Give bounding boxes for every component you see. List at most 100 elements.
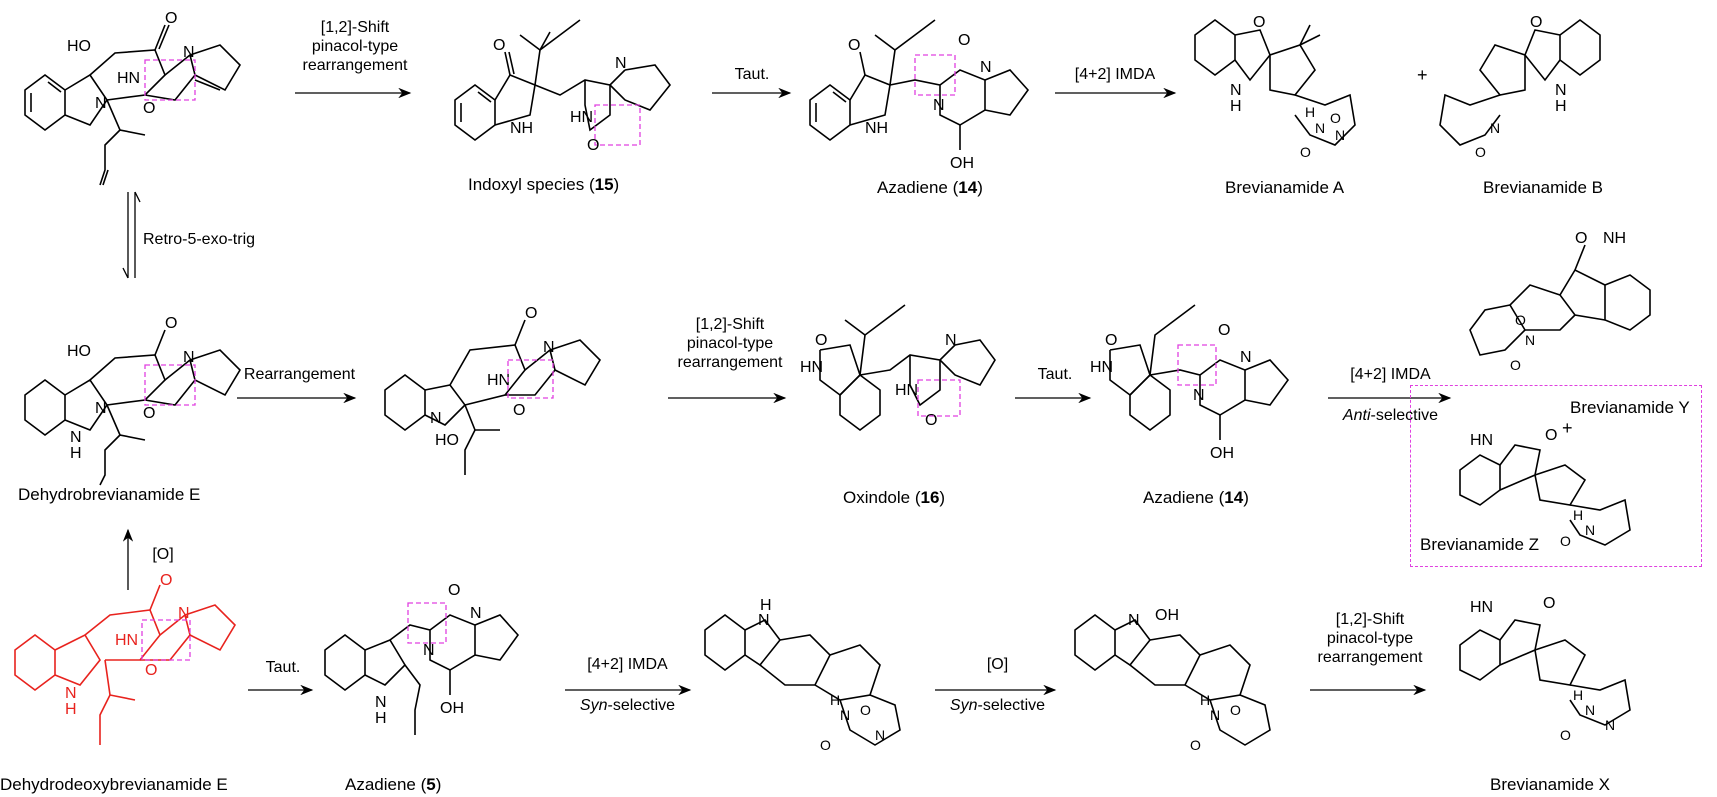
- structure-brevianamide-b: O N H N O: [1439, 14, 1601, 160]
- svg-text:O: O: [925, 412, 937, 429]
- svg-text:N: N: [1230, 82, 1242, 99]
- svg-text:OH: OH: [1155, 607, 1179, 624]
- svg-text:O: O: [1560, 533, 1571, 549]
- structure-rearranged-intermediate: O N HN N HO O: [384, 305, 602, 475]
- svg-text:O: O: [1105, 332, 1117, 349]
- svg-text:N: N: [183, 44, 195, 61]
- svg-text:H: H: [1555, 98, 1567, 115]
- svg-text:N: N: [1585, 522, 1595, 538]
- svg-text:N: N: [758, 612, 770, 629]
- label-retro-5-exo-trig: Retro-5-exo-trig: [143, 231, 256, 248]
- svg-text:HN: HN: [117, 70, 140, 87]
- svg-text:N: N: [980, 59, 992, 76]
- svg-text:N: N: [178, 605, 190, 622]
- svg-text:HN: HN: [895, 382, 918, 399]
- label-azadiene-14-top: Azadiene (14): [877, 178, 983, 197]
- label-dehydrobrevianamide-e: Dehydrobrevianamide E: [18, 485, 201, 504]
- svg-text:NH: NH: [865, 120, 888, 137]
- svg-text:O: O: [513, 402, 525, 419]
- svg-text:O: O: [145, 662, 157, 679]
- svg-text:O: O: [820, 737, 831, 753]
- svg-text:N: N: [70, 429, 82, 446]
- svg-text:O: O: [1218, 322, 1230, 339]
- svg-text:H: H: [760, 597, 772, 614]
- structure-dehydrodeoxybrevianamide-e: O N HN N H O: [14, 572, 237, 745]
- svg-text:N: N: [840, 707, 850, 723]
- label-oxindole-16: Oxindole (16): [843, 488, 946, 507]
- structure-hydroxyindolenine-syn: N OH H N O O: [1074, 607, 1271, 753]
- label-brevianamide-x: Brevianamide X: [1490, 775, 1611, 794]
- structure-syn-imda-product: H N H N O O N: [704, 597, 901, 753]
- svg-text:N: N: [1555, 82, 1567, 99]
- svg-text:O: O: [1575, 230, 1587, 247]
- svg-text:N: N: [375, 694, 387, 711]
- label-brevianamide-a: Brevianamide A: [1225, 178, 1345, 197]
- plus-mid: +: [1562, 418, 1573, 438]
- cond-top-imda: [4+2] IMDA: [1074, 66, 1156, 83]
- svg-text:H: H: [830, 692, 840, 708]
- svg-text:N: N: [423, 642, 435, 659]
- svg-text:HN: HN: [1470, 599, 1493, 616]
- svg-text:H: H: [1573, 507, 1583, 523]
- svg-text:O: O: [165, 315, 177, 332]
- svg-text:N: N: [430, 410, 442, 427]
- structure-azadiene-14-top: O NH N N O OH: [809, 19, 1030, 172]
- svg-text:O: O: [1230, 702, 1241, 718]
- svg-text:O: O: [143, 100, 155, 117]
- structure-azadiene-14-mid: O HN N N O OH: [1090, 304, 1290, 462]
- svg-text:O: O: [160, 572, 172, 589]
- svg-text:N: N: [65, 685, 77, 702]
- label-brevianamide-z: Brevianamide Z: [1420, 535, 1540, 554]
- structure-brevianamide-z: HN O H N O: [1459, 427, 1631, 549]
- cond-mid-rearr: Rearrangement: [243, 366, 356, 383]
- structure-brevianamide-y: O NH O N O: [1469, 230, 1651, 373]
- svg-text:N: N: [1335, 127, 1345, 143]
- svg-text:N: N: [470, 605, 482, 622]
- svg-text:HN: HN: [570, 109, 593, 126]
- svg-text:N: N: [933, 97, 945, 114]
- svg-text:NH: NH: [1603, 230, 1626, 247]
- structure-hydroxyindolenine: HO O N HN N O: [24, 10, 242, 186]
- svg-text:N: N: [1315, 120, 1325, 136]
- svg-text:N: N: [615, 55, 627, 72]
- cond-mid-imda: [4+2] IMDA Anti-selective: [1342, 366, 1439, 424]
- svg-text:O: O: [815, 332, 827, 349]
- svg-text:OH: OH: [950, 155, 974, 172]
- svg-text:H: H: [70, 445, 82, 462]
- svg-text:N: N: [95, 95, 107, 112]
- structure-oxindole-16: O HN HN N O: [800, 304, 996, 431]
- svg-text:O: O: [1515, 312, 1526, 328]
- label-brevianamide-y: Brevianamide Y: [1570, 398, 1690, 417]
- cond-mid-taut: Taut.: [1037, 366, 1073, 383]
- svg-text:O: O: [1545, 427, 1557, 444]
- cond-bot-shift: [1,2]-Shift pinacol-type rearrangement: [1317, 611, 1423, 666]
- svg-text:O: O: [848, 37, 860, 54]
- svg-text:HO: HO: [67, 38, 91, 55]
- svg-text:H: H: [1230, 98, 1242, 115]
- svg-text:H: H: [65, 701, 77, 718]
- highlight-box-anti: [1410, 385, 1702, 567]
- structure-brevianamide-a: O N H H N O O N: [1194, 14, 1356, 160]
- structure-dehydrobrevianamide-e: HO O N N N H O: [24, 315, 242, 486]
- svg-text:H: H: [1305, 104, 1315, 120]
- svg-text:N: N: [1240, 349, 1252, 366]
- svg-text:H: H: [375, 710, 387, 727]
- svg-text:N: N: [945, 332, 957, 349]
- cond-bot-oxid: [O] Syn-selective: [949, 656, 1046, 714]
- cond-bot-imda: [4+2] IMDA Syn-selective: [579, 656, 676, 714]
- svg-text:O: O: [1543, 595, 1555, 612]
- svg-text:N: N: [95, 400, 107, 417]
- svg-text:O: O: [860, 702, 871, 718]
- svg-text:O: O: [587, 137, 599, 154]
- svg-text:N: N: [183, 349, 195, 366]
- label-azadiene-5: Azadiene (5): [345, 775, 442, 794]
- svg-text:NH: NH: [510, 120, 533, 137]
- structure-azadiene-5: O N N N H OH: [324, 582, 520, 735]
- svg-text:N: N: [543, 339, 555, 356]
- svg-text:N: N: [1585, 702, 1595, 718]
- cond-top-shift: [1,2]-Shift pinacol-type rearrangement: [302, 19, 408, 74]
- svg-text:O: O: [165, 10, 177, 27]
- svg-text:O: O: [493, 37, 505, 54]
- svg-text:O: O: [1530, 14, 1542, 31]
